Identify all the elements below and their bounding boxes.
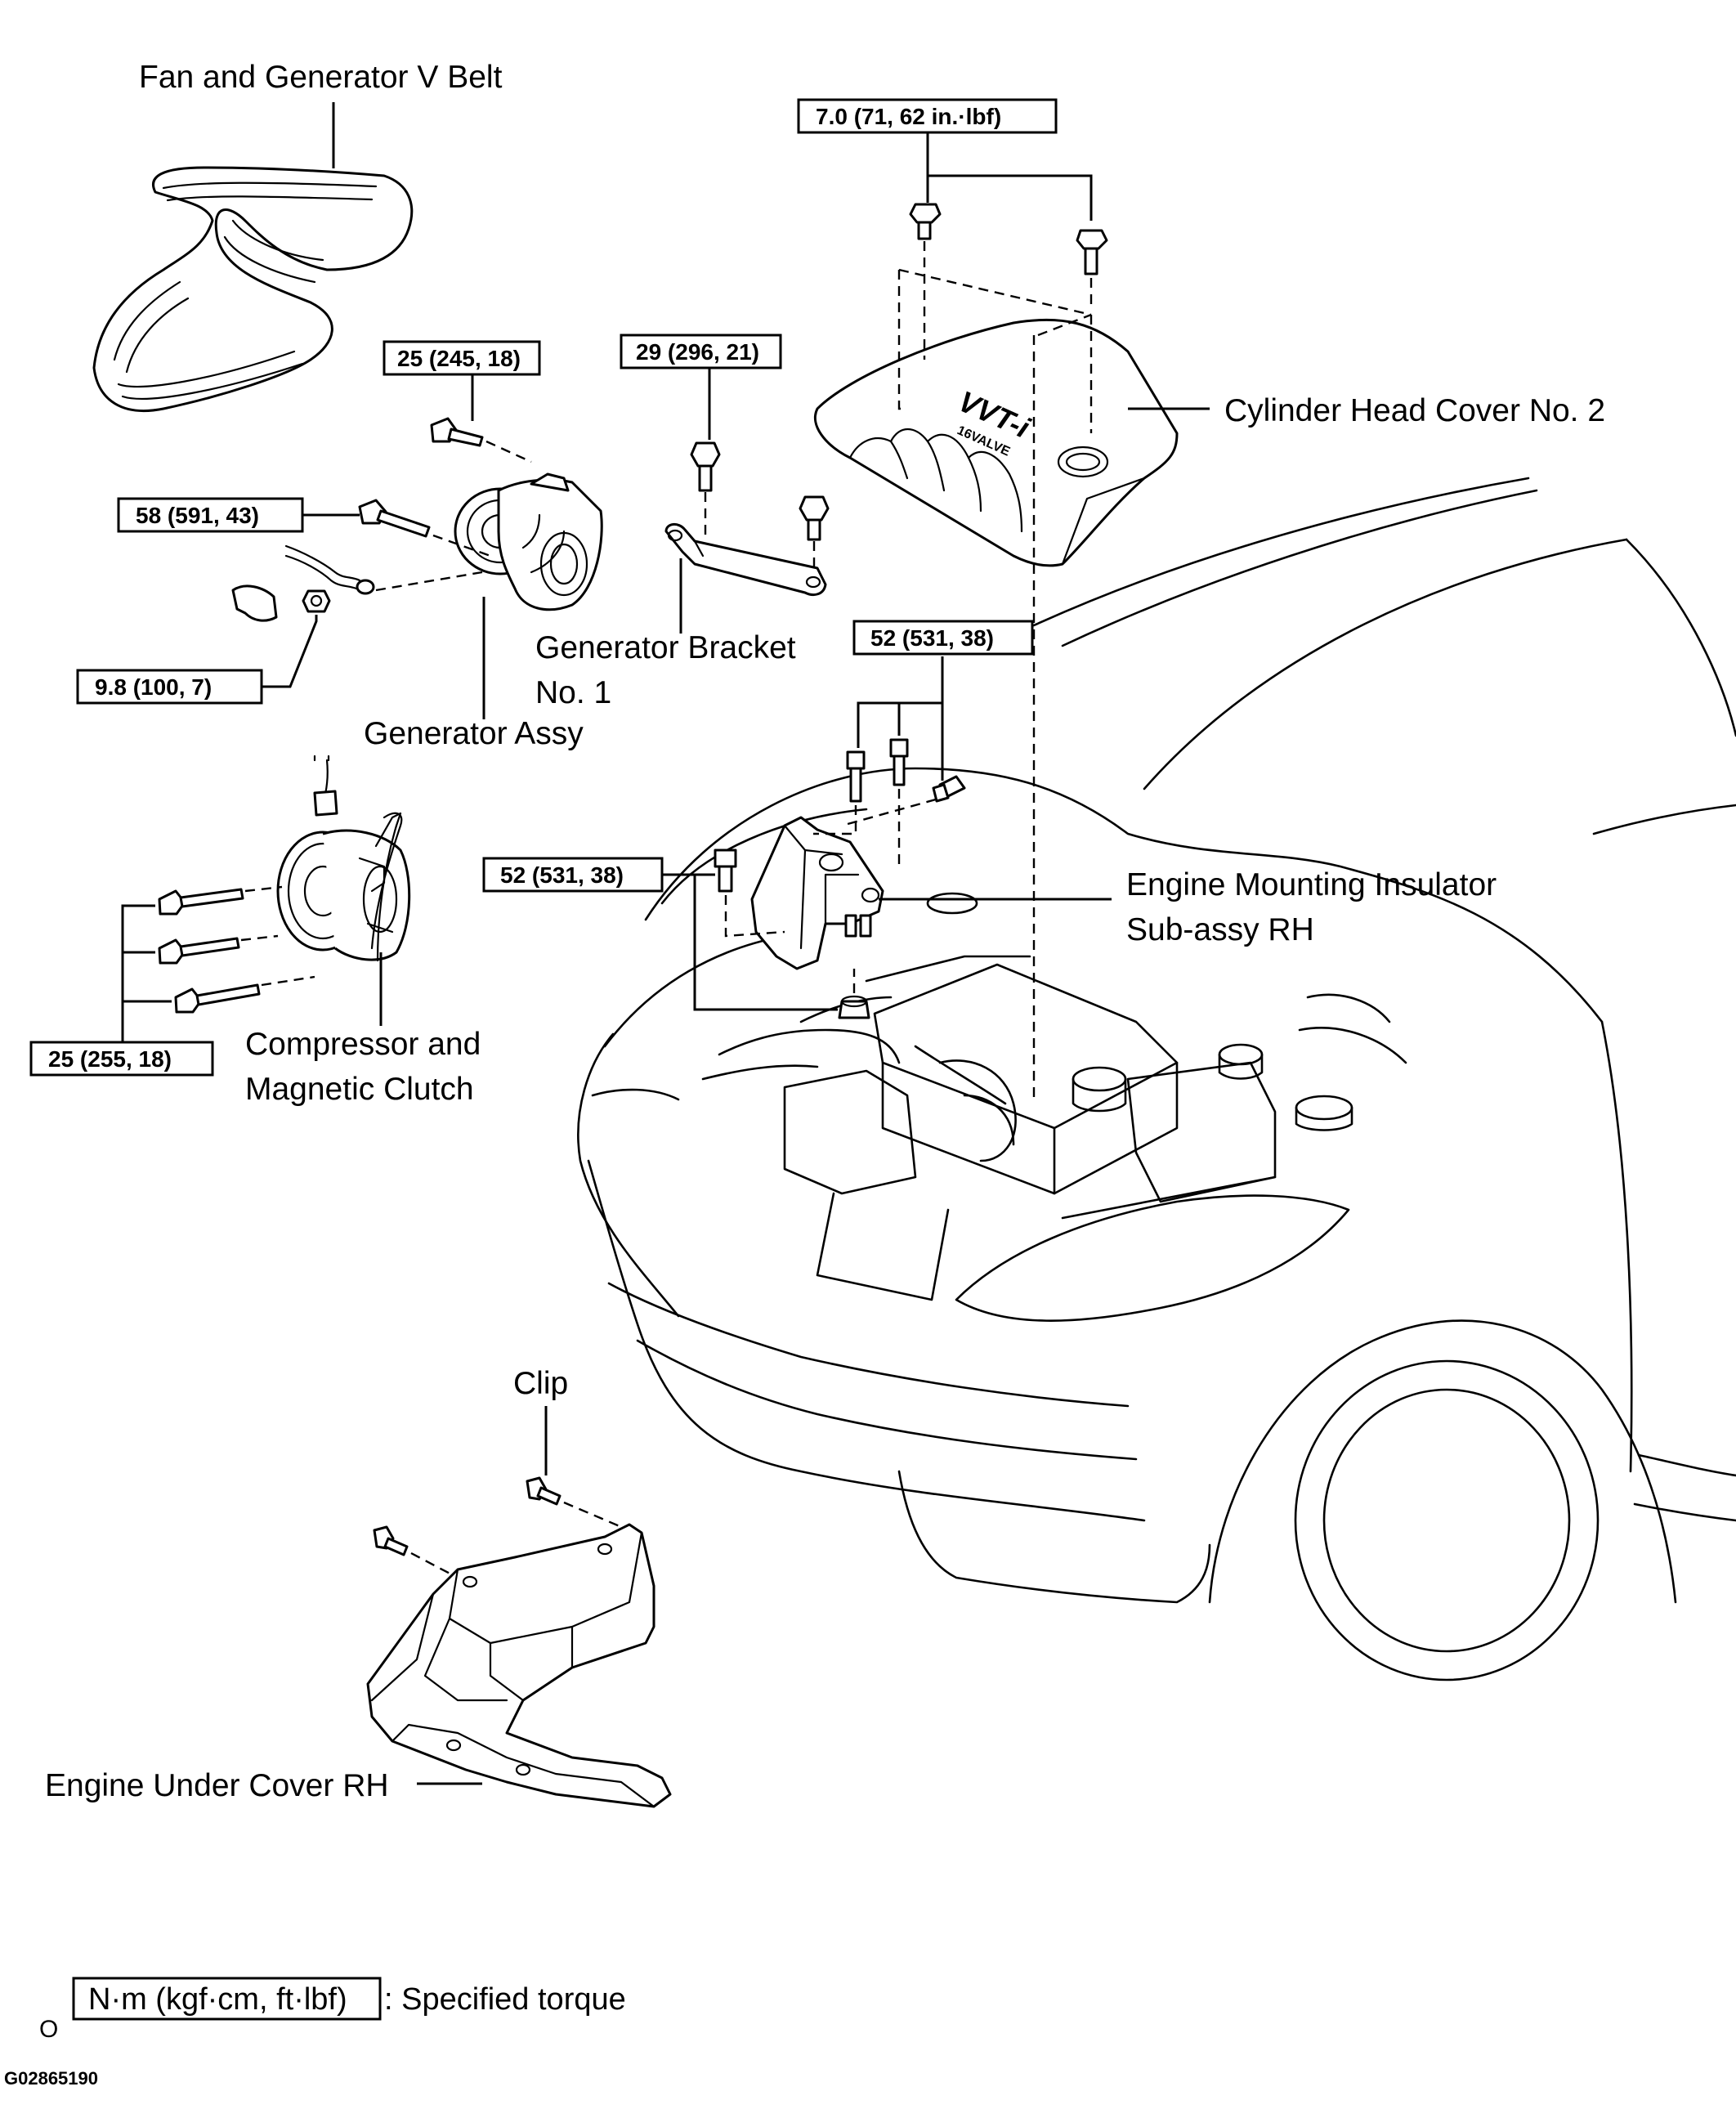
head-cover-bolt-right: [1076, 229, 1108, 275]
generator-upper-torque-box: [383, 340, 541, 376]
generator-bracket-drawing: [664, 523, 827, 596]
terminal-nut: [302, 589, 331, 613]
terminal-nut-torque-box: [76, 669, 263, 705]
head-cover-dashes: [897, 241, 1093, 1099]
under-cover-label: Engine Under Cover RH: [45, 1768, 389, 1803]
generator-label: Generator Assy: [364, 716, 584, 751]
clip-left-dash: [410, 1552, 459, 1579]
bracket-torque: 29 (296, 21): [636, 339, 759, 365]
compressor-bolt-dashes: [240, 885, 315, 987]
under-cover-drawing: [366, 1523, 672, 1808]
torque-legend-box: [72, 1977, 382, 2021]
torque-legend-description: : Specified torque: [384, 1982, 626, 2017]
mount-upper-bolts: [846, 738, 966, 803]
wire-terminal-icon: [356, 579, 375, 595]
clip-fastener-left: [373, 1525, 409, 1556]
compressor-label-line2: Magnetic Clutch: [245, 1072, 474, 1107]
mount-lower-nut: [838, 995, 870, 1019]
mount-lower-bolt: [714, 849, 737, 893]
compressor-label-line1: Compressor and: [245, 1027, 481, 1062]
generator-pivot-bolt: [358, 499, 431, 538]
mount-lower-dash: [724, 895, 785, 938]
mount-label-line2: Sub-assy RH: [1126, 912, 1314, 947]
terminal-nut-torque: 9.8 (100, 7): [95, 674, 212, 700]
mount-upper-torque-box: [852, 620, 1034, 656]
terminal-nut-leader: [262, 615, 318, 688]
legend-mark: O: [39, 2016, 58, 2043]
compressor-drawing: [276, 812, 411, 961]
head-cover-label: Cylinder Head Cover No. 2: [1224, 393, 1605, 428]
compressor-torque-box: [29, 1041, 214, 1077]
generator-pivot-torque: 58 (591, 43): [136, 503, 259, 528]
engine-mount-drawing: [750, 816, 884, 970]
cylinder-head-cover-drawing: VVT-i 16VALVE: [813, 318, 1179, 567]
generator-upper-dash: [485, 440, 532, 463]
bracket-label-line1: Generator Bracket: [535, 630, 796, 665]
clip-right-dash: [563, 1501, 626, 1530]
v-belt-label: Fan and Generator V Belt: [139, 60, 503, 95]
mount-upper-dash: [813, 789, 937, 866]
mount-lower-torque: 52 (531, 38): [500, 862, 624, 888]
compressor-bolts: [158, 888, 261, 1014]
mount-label-line1: Engine Mounting Insulator: [1126, 867, 1497, 902]
generator-upper-torque: 25 (245, 18): [397, 346, 521, 371]
generator-pivot-dash: [432, 534, 491, 557]
figure-code: G02865190: [4, 2068, 98, 2089]
bracket-bolt-right: [799, 495, 830, 541]
head-cover-torque: 7.0 (71, 62 in.·lbf): [816, 104, 1001, 129]
generator-wire: [284, 544, 361, 582]
clip-label: Clip: [513, 1366, 568, 1401]
generator-pivot-torque-box: [117, 497, 304, 533]
clip-fastener-right: [526, 1476, 562, 1506]
terminal-boot: [231, 584, 278, 622]
compressor-torque: 25 (255, 18): [48, 1046, 172, 1072]
generator-wire-dash: [375, 571, 483, 592]
generator-upper-bolt: [430, 417, 484, 447]
bracket-label-line2: No. 1: [535, 675, 611, 710]
mount-upper-torque: 52 (531, 38): [870, 625, 994, 651]
v-belt-drawing: [92, 166, 414, 413]
mount-lower-leader: [662, 873, 838, 1011]
generator-drawing: [454, 472, 603, 611]
head-cover-torque-box: [797, 98, 1058, 134]
compressor-connector: [313, 790, 338, 817]
head-cover-torque-leader: [926, 129, 1093, 221]
compressor-torque-leader: [121, 904, 172, 1042]
bracket-bolt-left: [690, 441, 721, 492]
mount-lower-torque-box: [482, 857, 664, 893]
torque-legend-unit: N·m (kgf·cm, ft·lbf): [88, 1982, 347, 2017]
head-cover-nut-left: [909, 203, 942, 240]
bracket-torque-box: [620, 334, 782, 369]
vehicle-front-outline: [577, 477, 1736, 1681]
mount-upper-leader: [857, 656, 944, 781]
